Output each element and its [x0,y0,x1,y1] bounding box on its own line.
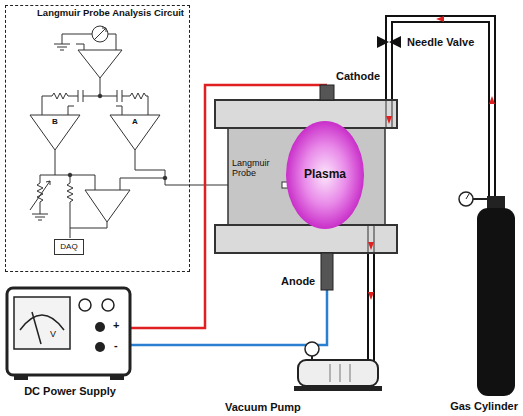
wire [70,222,107,238]
part-label: Needle Valve [407,36,474,49]
opamp-symbol [85,190,130,222]
flow-arrow [436,16,444,22]
wire [42,96,148,115]
gas-channel [368,101,392,252]
opamp-label: A [132,117,138,126]
opamp-symbol [30,115,80,150]
meter-needle [32,312,41,344]
meter-symbol [92,26,108,42]
power-supply-case [7,288,130,375]
meter-arrow [94,28,106,40]
pump-gauge [305,342,319,356]
part-label: Cathode [336,70,380,83]
vacuum-pump: Vacuum Pump [225,340,385,414]
node-label: DC Power Supply [24,385,116,398]
daq-box: DAQ [54,239,84,255]
gas-line-inner [389,19,492,198]
meter-unit: V [50,329,56,339]
vacuum-line [367,252,375,361]
terminal [95,342,105,352]
meter-panel [14,297,70,349]
cylinder-gauge [459,192,473,206]
terminal [95,322,105,332]
ground-symbol [32,214,48,220]
part-label: Langmuir Probe [232,158,280,179]
junction-dot [68,173,72,177]
cylinder-body [477,208,515,396]
gauge-needle [466,194,469,199]
gauge-stem [473,198,487,200]
node-label: Gas Cylinder [450,400,518,413]
flow-arrow [386,116,392,124]
wire [100,78,101,96]
pump-base [294,386,382,391]
needle-valve-symbol [389,36,401,48]
anode-rod [321,253,333,290]
node-label: Plasma [304,168,346,182]
wire [68,106,122,115]
gas-line [389,19,492,198]
flow-arrows [368,16,495,300]
wire [55,150,95,190]
gas-cylinder: Gas Cylinder [433,185,521,413]
junction-dot [163,176,167,180]
vacuum-line-inner [369,252,373,361]
variable-arrow [30,181,50,210]
terminal-sign: + [113,319,119,332]
flow-arrow [489,96,495,104]
plasma-ellipse-shape [286,121,364,229]
plasma-ellipse: Plasma [285,120,365,230]
foot [110,375,124,380]
wire [62,34,92,44]
flow-arrow [368,292,374,300]
node-label: Vacuum Pump [225,401,301,414]
foot [14,375,28,380]
circuit-box: DAQ Langmuir Probe Analysis Circuit [5,5,190,272]
knob [102,299,114,311]
knob [79,299,91,311]
pump-fins [330,364,350,382]
opamp-symbol [78,50,122,78]
wire [108,34,116,50]
resistor-capacitor-bus [42,90,148,102]
wire [120,178,165,190]
part-label: Anode [281,275,315,288]
terminal-sign: - [114,339,118,352]
node-label: DAQ [60,242,77,251]
box-heading: Langmuir Probe Analysis Circuit [37,6,189,19]
pump-body [298,360,378,386]
flow-arrow [368,242,374,250]
needle-valve-symbol [377,36,389,48]
top-plate [215,100,397,128]
bottom-plate [215,225,397,253]
meter-scale [20,315,64,330]
cathode-rod [320,85,334,100]
ground-symbol [54,44,70,50]
variable-resistor [37,175,55,214]
wire [76,44,84,50]
opamp-label: B [52,117,58,126]
negative-wire [130,290,327,345]
opamp-symbol [110,115,160,150]
